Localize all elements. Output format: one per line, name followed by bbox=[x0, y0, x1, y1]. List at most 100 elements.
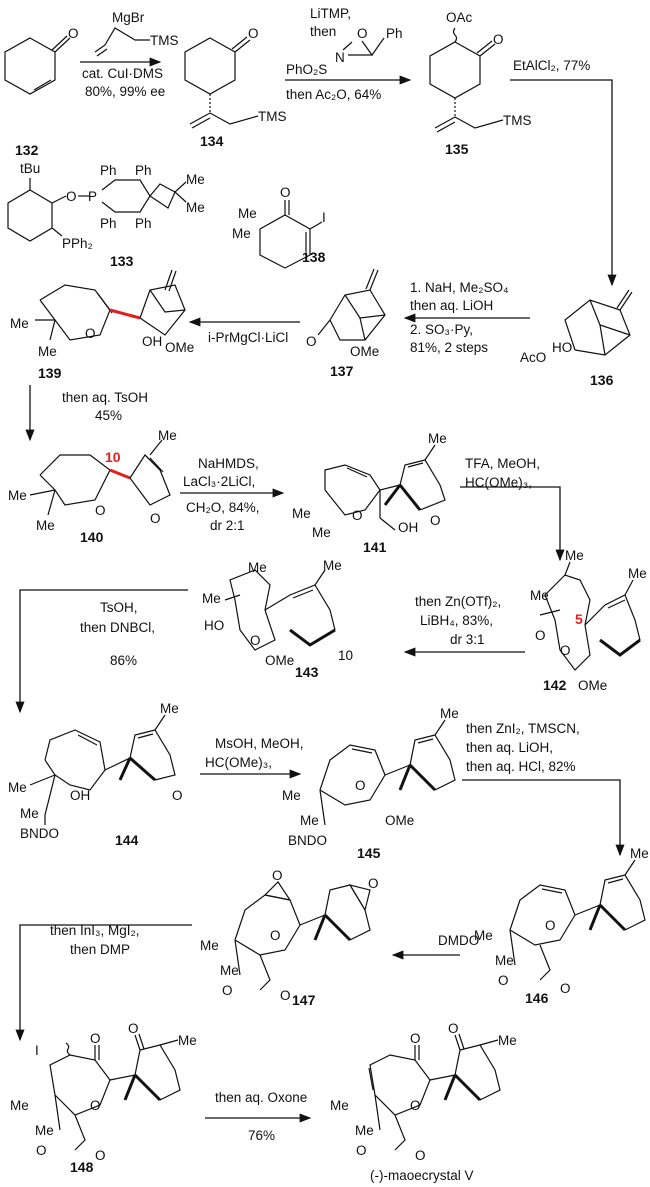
compound-140-structure: O O Me Me Me 10 bbox=[8, 428, 177, 533]
atom-label: OAc bbox=[446, 10, 473, 25]
reagent-text: then bbox=[310, 24, 336, 39]
product-label: (-)-maoecrystal V bbox=[370, 1168, 474, 1183]
atom-label: O bbox=[150, 511, 161, 526]
atom-label: Me bbox=[232, 226, 251, 241]
reagent-text: 2. SO₃·Py, bbox=[410, 322, 473, 337]
atom-label: Me bbox=[186, 172, 205, 187]
reagent-text: LiBH₄, 83%, bbox=[420, 613, 493, 628]
davis-oxaziridine: O N Ph PhO₂S bbox=[286, 26, 403, 77]
compound-label-135: 135 bbox=[445, 141, 469, 157]
reaction-arrow bbox=[15, 924, 192, 1042]
compound-label-136: 136 bbox=[590, 372, 614, 388]
reagent-text: then DMP bbox=[70, 942, 130, 957]
reagent-text: HC(OMe)₃, bbox=[465, 475, 532, 490]
atom-label: OMe bbox=[165, 340, 194, 355]
atom-label: OMe bbox=[578, 678, 607, 693]
atom-label: Me bbox=[10, 1098, 29, 1113]
atom-label: Me bbox=[8, 488, 27, 503]
atom-label: Me bbox=[474, 928, 493, 943]
atom-label: Me bbox=[565, 548, 584, 563]
reagent-text: LiTMP, bbox=[310, 6, 351, 21]
atom-label: O bbox=[352, 508, 363, 523]
reagent-text: then ZnI₂, TMSCN, bbox=[466, 721, 580, 736]
reagent-text: then aq. TsOH bbox=[62, 390, 148, 405]
atom-label: BNDO bbox=[20, 826, 59, 841]
atom-label: O bbox=[560, 981, 571, 996]
atom-label: O bbox=[85, 326, 96, 341]
compound-148-structure: I O O Me O Me Me O O bbox=[10, 1021, 197, 1163]
compound-label-132: 132 bbox=[15, 142, 39, 158]
atom-label: O bbox=[356, 1143, 367, 1158]
atom-label: O bbox=[280, 988, 291, 1003]
compound-label-144: 144 bbox=[115, 832, 139, 848]
reagent-text: 81%, 2 steps bbox=[410, 340, 488, 355]
reagent-text: then Ac₂O, 64% bbox=[286, 87, 381, 102]
reagent-text: 80%, 99% ee bbox=[85, 84, 165, 99]
atom-label: tBu bbox=[20, 161, 40, 176]
reaction-arrow bbox=[460, 486, 565, 562]
reagent-text: 86% bbox=[110, 653, 137, 668]
compound-label-146: 146 bbox=[525, 990, 549, 1006]
atom-label: BNDO bbox=[288, 833, 327, 848]
compound-133-structure: tBu O P PPh₂ Ph Ph Ph Ph Me Me bbox=[7, 161, 205, 251]
compound-label-143: 143 bbox=[295, 664, 319, 680]
reagent-text: i-PrMgCl·LiCl bbox=[208, 330, 288, 345]
atom-label: OMe bbox=[385, 813, 414, 828]
compound-139-structure: O Me Me OH OMe bbox=[10, 269, 194, 359]
atom-label: O bbox=[172, 788, 183, 803]
atom-label: OH bbox=[70, 788, 90, 803]
atom-label: Me bbox=[300, 813, 319, 828]
atom-label: Me bbox=[160, 701, 179, 716]
atom-label: Me bbox=[178, 1033, 197, 1048]
atom-label: Me bbox=[38, 344, 57, 359]
atom-label: Ph bbox=[135, 216, 152, 231]
atom-label: Me bbox=[495, 953, 514, 968]
atom-label: OMe bbox=[265, 653, 294, 668]
reagent-text: TFA, MeOH, bbox=[465, 456, 540, 471]
atom-label: TMS bbox=[150, 33, 179, 48]
reaction-arrow bbox=[510, 79, 617, 287]
reaction-arrow bbox=[15, 589, 188, 714]
atom-label: Me bbox=[220, 963, 239, 978]
atom-label: O bbox=[272, 868, 283, 883]
reagent-text: dr 2:1 bbox=[210, 518, 245, 533]
atom-label: Ph bbox=[100, 216, 117, 231]
atom-label: O bbox=[545, 918, 556, 933]
compound-138-structure: O I Me Me bbox=[232, 185, 326, 269]
compound-label-137: 137 bbox=[330, 363, 354, 379]
atom-label: Me bbox=[8, 780, 27, 795]
compound-label-140: 140 bbox=[80, 529, 104, 545]
atom-label: Me bbox=[498, 1033, 517, 1048]
atom-label: O bbox=[368, 876, 379, 891]
compound-136-structure: AcO HO bbox=[520, 289, 633, 365]
atom-label: N bbox=[335, 50, 345, 65]
atom-label: O bbox=[95, 503, 106, 518]
atom-label: O bbox=[535, 628, 546, 643]
compound-label-142: 142 bbox=[543, 677, 567, 693]
atom-label: HO bbox=[552, 340, 572, 355]
atom-label: O bbox=[415, 1148, 426, 1163]
atom-label: O bbox=[250, 633, 261, 648]
compound-143-structure: Me Me HO O OMe Me 10 bbox=[202, 558, 353, 668]
reagent-text: then InI₃, MgI₂, bbox=[50, 923, 140, 938]
reagent-text: HC(OMe)₃, bbox=[205, 755, 272, 770]
reagent-text: EtAlCl₂, 77% bbox=[513, 58, 590, 73]
position-label-10: 10 bbox=[338, 648, 353, 663]
atom-label: Me bbox=[330, 1098, 349, 1113]
atom-label: O bbox=[306, 334, 317, 349]
compound-132-structure: O bbox=[4, 26, 79, 95]
atom-label: Me bbox=[355, 1123, 374, 1138]
reagent-allyl-grignard: MgBr TMS bbox=[94, 10, 179, 57]
position-label-5: 5 bbox=[575, 611, 583, 627]
reagent-text: then DNBCl, bbox=[80, 620, 155, 635]
atom-label: Me bbox=[238, 206, 257, 221]
reagent-text: then aq. LiOH bbox=[410, 298, 493, 313]
compound-label-141: 141 bbox=[363, 539, 387, 555]
atom-label: O bbox=[68, 26, 79, 41]
reagent-text: dr 3:1 bbox=[450, 632, 485, 647]
atom-label: O bbox=[66, 189, 77, 204]
compound-137-structure: O OMe bbox=[306, 268, 386, 359]
reagent-text: then aq. HCl, 82% bbox=[466, 759, 576, 774]
atom-label: O bbox=[128, 1021, 139, 1036]
